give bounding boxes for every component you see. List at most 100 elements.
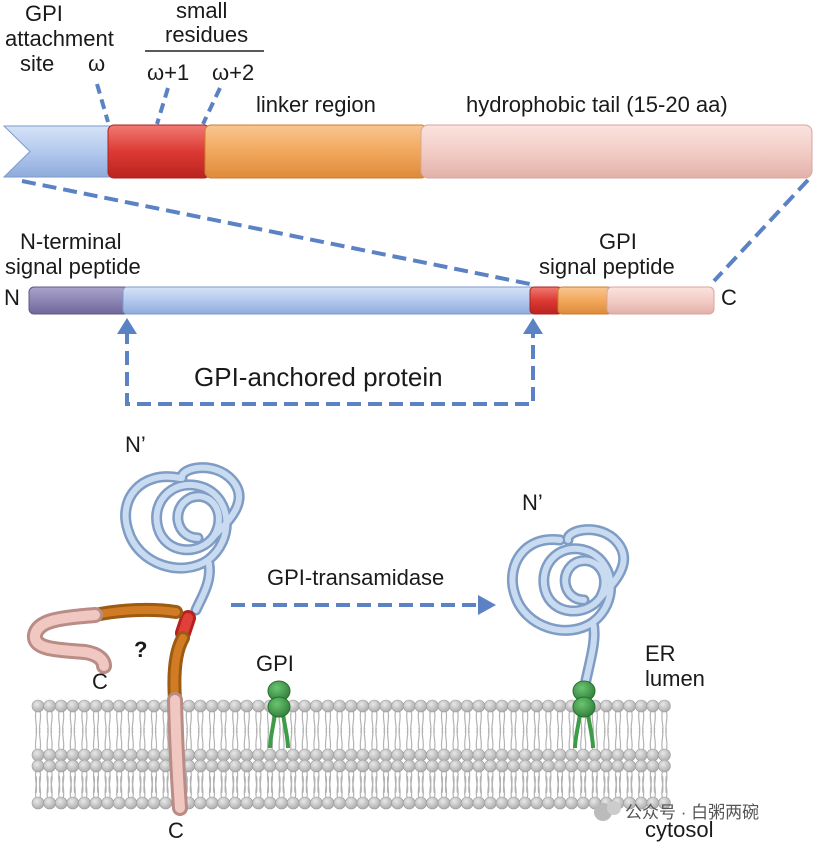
lipid-head xyxy=(147,796,161,810)
linker-region-label: linker region xyxy=(256,92,376,117)
lipid-head xyxy=(31,748,45,762)
lipid-head xyxy=(623,748,636,762)
mature-protein-coil xyxy=(506,524,629,691)
lipid-head xyxy=(124,796,138,810)
lipid-head xyxy=(333,796,346,810)
lipid-head xyxy=(402,748,416,762)
lipid-head xyxy=(530,748,544,762)
lipid-head xyxy=(286,748,300,762)
lipid-head xyxy=(286,759,300,773)
lipid-tail xyxy=(626,775,633,799)
mature-protein-segment xyxy=(122,286,536,315)
omega-plus-1-label: ω+1 xyxy=(147,60,189,85)
lipid-tail xyxy=(522,727,529,751)
lipid-tail xyxy=(243,727,250,751)
lipid-tail xyxy=(69,727,76,751)
lipid-tail xyxy=(220,775,227,799)
omega-plus-2-label: ω+2 xyxy=(212,60,254,85)
lipid-tail xyxy=(371,727,378,751)
lipid-tail xyxy=(81,727,88,751)
lipid-tail xyxy=(232,727,239,751)
lipid-head xyxy=(460,748,474,762)
lipid-tail xyxy=(359,727,366,751)
lipid-tail xyxy=(232,775,239,799)
gpi-anchored-bracket xyxy=(117,318,543,406)
lipid-tail xyxy=(336,727,343,751)
lipid-head xyxy=(530,699,544,713)
lipid-head xyxy=(530,759,544,773)
lipid-head xyxy=(495,699,509,713)
lipid-head xyxy=(298,759,312,773)
lipid-tail xyxy=(591,775,598,799)
lipid-head xyxy=(437,748,451,762)
lipid-head xyxy=(542,748,555,762)
lipid-head xyxy=(43,699,56,713)
watermark: 公众号 · 白粥两碗 xyxy=(594,801,759,822)
lipid-tail xyxy=(510,775,517,799)
lipid-head xyxy=(588,748,602,762)
lipid-tail xyxy=(510,727,517,751)
lipid-head xyxy=(449,748,462,762)
lipid-head xyxy=(310,699,323,713)
lipid-head xyxy=(344,699,358,713)
lipid-head xyxy=(275,759,288,773)
lipid-head xyxy=(136,699,149,713)
zoom-lines xyxy=(21,178,810,286)
lipid-tail xyxy=(649,775,656,799)
lipid-head xyxy=(484,759,497,773)
lipid-head xyxy=(356,796,370,810)
lipid-tail xyxy=(255,727,262,751)
lipid-tail xyxy=(394,727,401,751)
lipid-head xyxy=(565,796,578,810)
lipid-tail xyxy=(301,775,308,799)
lipid-head xyxy=(472,759,486,773)
lipid-head xyxy=(66,748,80,762)
lipid-head xyxy=(426,699,439,713)
lipid-tail xyxy=(150,727,158,751)
lipid-head xyxy=(66,759,80,773)
lipid-head xyxy=(54,759,68,773)
precursor-tail-segments xyxy=(27,602,196,816)
lipid-tail xyxy=(290,727,297,751)
c-bottom-label: C xyxy=(168,818,184,843)
lipid-head xyxy=(426,748,439,762)
lipid-tail xyxy=(313,775,320,799)
lipid-tail xyxy=(301,727,308,751)
lipid-head xyxy=(507,759,520,773)
lipid-head xyxy=(449,699,462,713)
cytosol-label: cytosol xyxy=(645,817,713,842)
lipid-head xyxy=(495,759,509,773)
lipid-head xyxy=(437,796,451,810)
lipid-head xyxy=(414,796,428,810)
lipid-tail xyxy=(661,775,668,799)
lipid-head xyxy=(658,796,671,810)
lipid-tail xyxy=(614,727,622,751)
lipid-tail xyxy=(464,775,471,799)
lipid-tail xyxy=(220,727,227,751)
lipid-head xyxy=(112,796,126,810)
lipid-tail xyxy=(568,775,575,799)
lipid-head xyxy=(623,699,636,713)
lipid-head xyxy=(78,796,91,810)
lipid-tail xyxy=(498,775,506,799)
lipid-tail xyxy=(278,775,285,799)
question-mark-label: ? xyxy=(134,637,147,662)
lipid-head xyxy=(205,699,219,713)
lipid-head xyxy=(228,748,242,762)
lipid-tail xyxy=(556,775,564,799)
lipid-head xyxy=(31,796,45,810)
lipid-tail xyxy=(127,775,134,799)
lipid-head xyxy=(414,748,428,762)
lipid-head xyxy=(379,759,393,773)
lipid-tail xyxy=(290,775,297,799)
lipid-head xyxy=(658,759,671,773)
precursor-protein-coil xyxy=(120,462,245,616)
lipid-head xyxy=(310,796,323,810)
lipid-tail xyxy=(359,775,366,799)
lipid-tail xyxy=(348,727,355,751)
gpi-transamidase-label: GPI-transamidase xyxy=(267,565,444,590)
lipid-head xyxy=(518,699,532,713)
lipid-tail xyxy=(603,727,610,751)
lipid-head xyxy=(565,759,578,773)
